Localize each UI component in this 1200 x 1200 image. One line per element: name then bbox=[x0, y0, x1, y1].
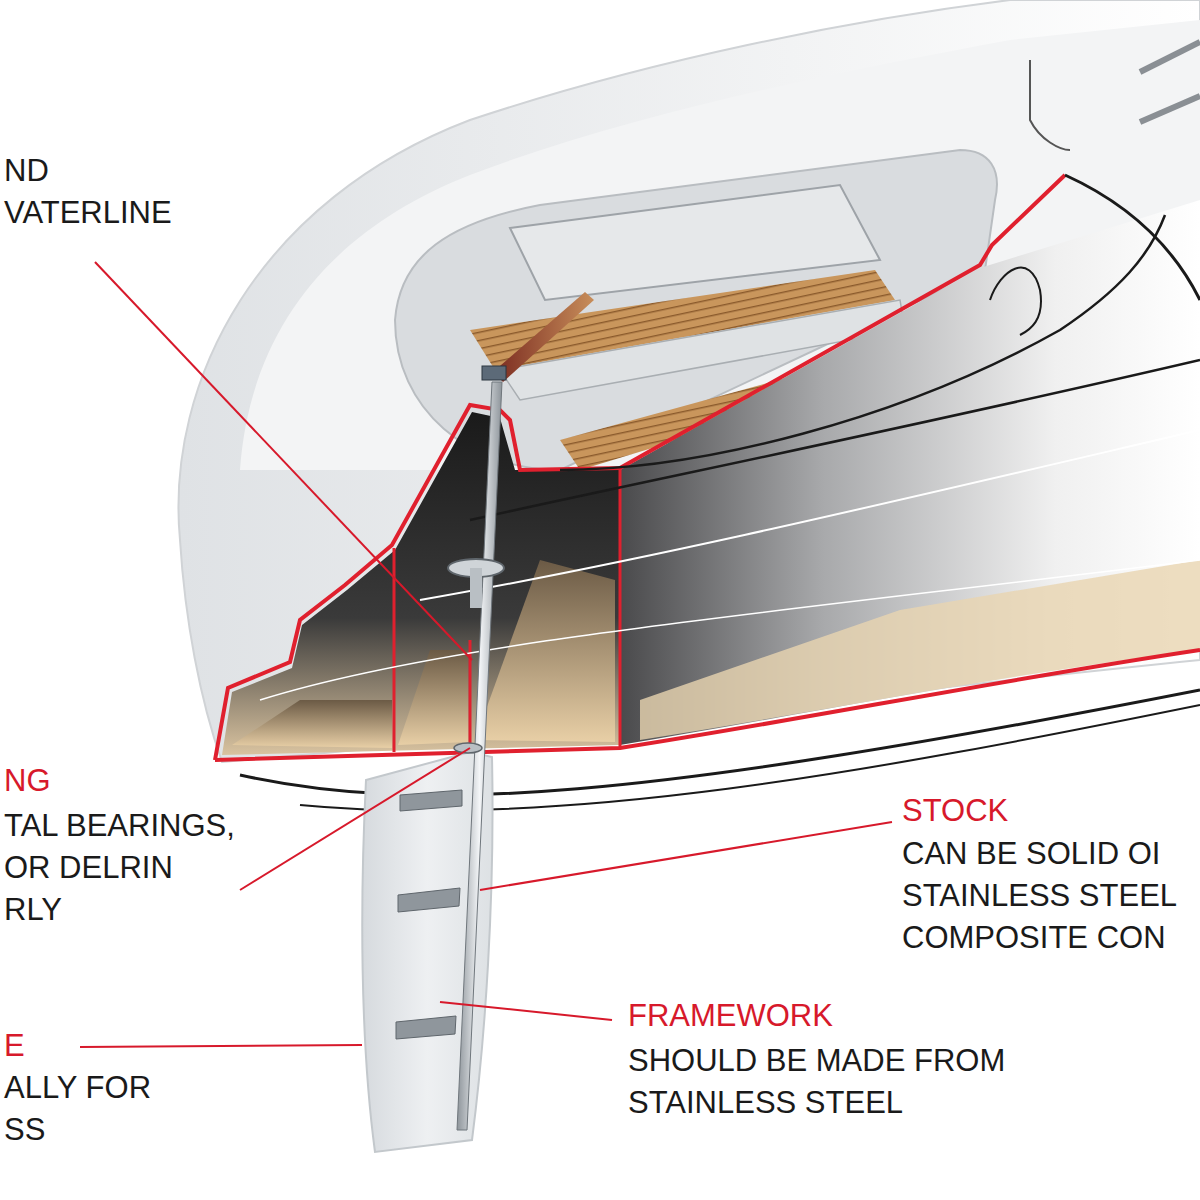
text-line: STOCK bbox=[902, 790, 1008, 832]
label-holder: FRAMEWORK bbox=[628, 995, 833, 1037]
label-holder: ALLY FOR SS bbox=[4, 1067, 151, 1151]
text-line: CAN BE SOLID OI bbox=[902, 833, 1177, 875]
label-holder: E bbox=[4, 1025, 25, 1067]
callout-text: SHOULD BE MADE FROM STAINLESS STEEL bbox=[628, 1040, 1005, 1124]
callout-heading: FRAMEWORK bbox=[628, 995, 833, 1037]
callout-text: ALLY FOR SS bbox=[4, 1067, 151, 1151]
callout-text: ND VATERLINE bbox=[4, 150, 172, 234]
text-line: SHOULD BE MADE FROM bbox=[628, 1040, 1005, 1082]
label-holder: CAN BE SOLID OI STAINLESS STEEL COMPOSIT… bbox=[902, 833, 1177, 959]
text-line: STAINLESS STEEL bbox=[628, 1082, 1005, 1124]
label-holder: ND VATERLINE bbox=[4, 150, 172, 234]
text-line: COMPOSITE CON bbox=[902, 917, 1177, 959]
text-line: ALLY FOR bbox=[4, 1067, 151, 1109]
text-line: NG bbox=[4, 760, 51, 802]
text-line: STAINLESS STEEL bbox=[902, 875, 1177, 917]
callout-heading: NG bbox=[4, 760, 51, 802]
label-holder: TAL BEARINGS, OR DELRIN RLY bbox=[4, 805, 235, 931]
label-holder: NG bbox=[4, 760, 51, 802]
callout-text: TAL BEARINGS, OR DELRIN RLY bbox=[4, 805, 235, 931]
text-line: SS bbox=[4, 1109, 151, 1151]
label-holder: SHOULD BE MADE FROM STAINLESS STEEL bbox=[628, 1040, 1005, 1124]
text-line: OR DELRIN bbox=[4, 847, 235, 889]
callout-heading: STOCK bbox=[902, 790, 1008, 832]
label-holder: STOCK bbox=[902, 790, 1008, 832]
text-line: TAL BEARINGS, bbox=[4, 805, 235, 847]
callout-heading: E bbox=[4, 1025, 25, 1067]
text-line: ND bbox=[4, 150, 172, 192]
text-line: FRAMEWORK bbox=[628, 995, 833, 1037]
callout-text: CAN BE SOLID OI STAINLESS STEEL COMPOSIT… bbox=[902, 833, 1177, 959]
text-line: VATERLINE bbox=[4, 192, 172, 234]
text-line: RLY bbox=[4, 889, 235, 931]
text-line: E bbox=[4, 1025, 25, 1067]
